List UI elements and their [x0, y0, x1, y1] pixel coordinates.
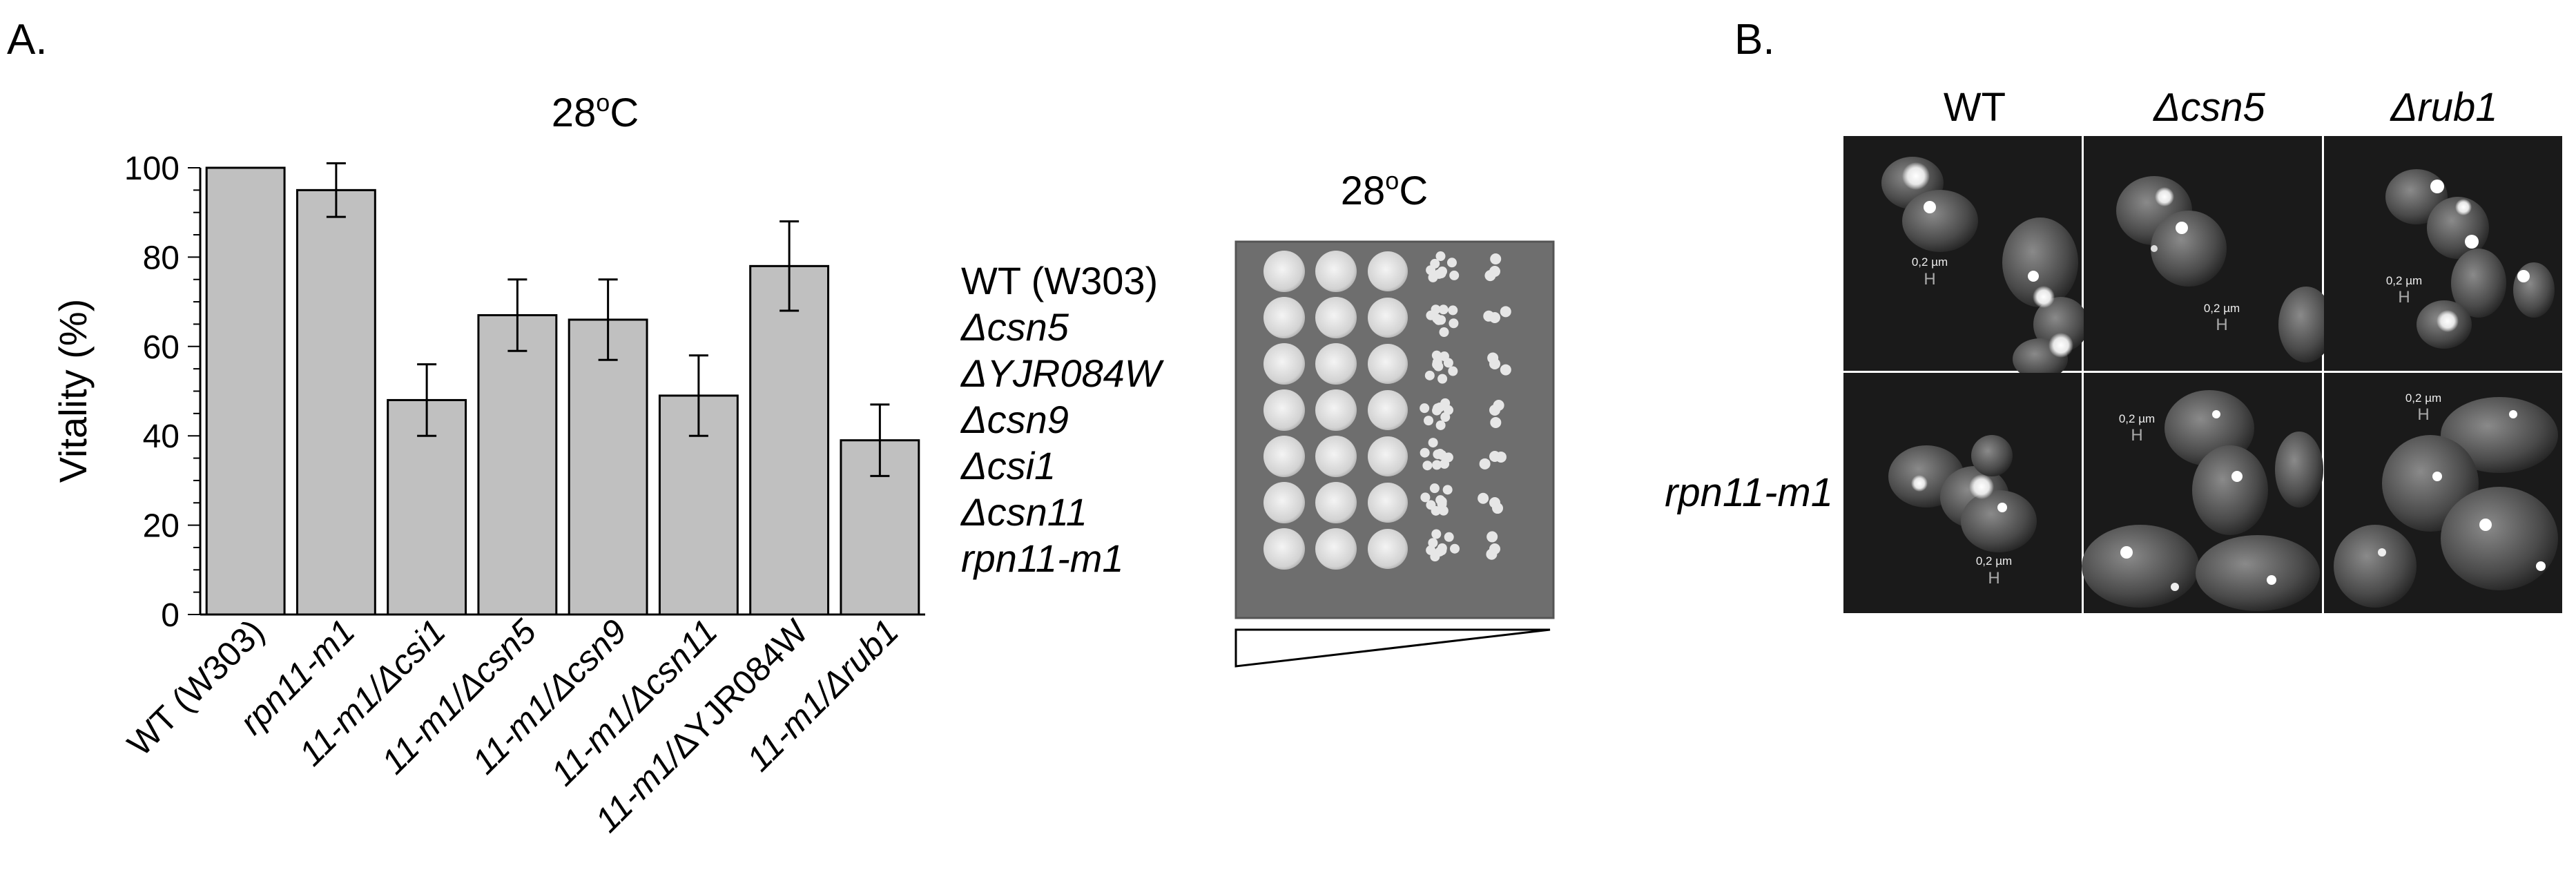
x-tick-label: WT (W303)	[120, 612, 272, 764]
colony-spot	[1315, 251, 1357, 292]
strain-label: ΔYJR084W	[960, 351, 1165, 395]
colony-cluster	[1426, 251, 1460, 282]
scale-label: 0,2 µm	[1976, 554, 2012, 568]
panel-a-label: A.	[7, 16, 48, 64]
svg-text:H: H	[2417, 405, 2429, 424]
y-tick-label: 80	[143, 240, 180, 276]
scale-label: 0,2 µm	[2119, 412, 2155, 425]
bar	[749, 264, 830, 616]
micrograph-csn5-row2: 0,2 µm H	[2082, 373, 2323, 613]
svg-text:H: H	[2216, 316, 2227, 334]
error-bar	[598, 278, 618, 361]
error-bars-layer	[326, 162, 890, 477]
strain-label: Δcsn5	[960, 305, 1069, 349]
error-bar	[507, 278, 527, 352]
bar	[568, 318, 648, 616]
colony-cluster	[1489, 399, 1504, 428]
error-bar	[870, 403, 890, 477]
error-bar	[326, 162, 346, 218]
colony-cluster	[1483, 306, 1511, 323]
y-ticks-layer: 0 20 40 60 80 100	[124, 151, 200, 634]
colony-spot	[1263, 343, 1305, 385]
error-bar	[688, 354, 708, 437]
colony-spot	[1315, 528, 1357, 570]
bar	[205, 166, 286, 616]
colony-spot	[1368, 436, 1408, 476]
colony-cluster	[1478, 492, 1504, 514]
svg-text:H: H	[2131, 426, 2142, 445]
strain-label: Δcsi1	[960, 444, 1056, 487]
strain-label: Δcsn9	[960, 398, 1069, 441]
scale-label: 0,2 µm	[2204, 302, 2240, 315]
x-labels-layer: WT (W303)rpn11-m111-m1/Δcsi111-m1/Δcsn51…	[120, 612, 906, 840]
colony-spot	[1263, 436, 1305, 477]
y-tick-label: 100	[124, 151, 180, 187]
colony-spot	[1368, 483, 1408, 523]
strain-label: WT (W303)	[961, 259, 1158, 302]
microscopy-grid: 0,2 µm H 0,2 µm H 0,	[1843, 136, 2562, 613]
y-tick-label: 40	[143, 418, 180, 455]
colony-spot	[1263, 389, 1305, 431]
colony-spot	[1263, 297, 1305, 338]
colony-cluster	[1426, 529, 1460, 562]
colony-spot	[1263, 251, 1305, 292]
colony-spot	[1315, 482, 1357, 523]
spots-layer	[1263, 251, 1511, 570]
dilution-wedge	[1234, 628, 1551, 668]
colony-cluster	[1426, 304, 1459, 338]
colony-spot	[1315, 436, 1357, 477]
colony-spot	[1263, 528, 1305, 570]
colony-cluster	[1420, 483, 1453, 516]
micrograph-csn5-row1: 0,2 µm H	[2084, 136, 2334, 371]
colony-spot	[1263, 482, 1305, 523]
column-label-csn5: Δcsn5	[2152, 85, 2265, 130]
column-label-rub1: Δrub1	[2390, 85, 2498, 130]
micrograph-rub1-row2: 0,2 µm H	[2324, 373, 2562, 613]
svg-text:H: H	[2398, 288, 2410, 307]
bar-chart: 0 20 40 60 80 100 WT (W303)rpn11-m111-m1/Δcsi…	[51, 151, 925, 840]
colony-cluster	[1484, 253, 1502, 282]
colony-spot	[1315, 343, 1357, 385]
colony-cluster	[1486, 531, 1500, 560]
colony-cluster	[1420, 398, 1453, 430]
micrograph-rub1-row1: 0,2 µm H	[2324, 136, 2562, 371]
panel-b-label: B.	[1734, 16, 1775, 64]
colony-spot	[1368, 529, 1408, 569]
error-bar	[417, 363, 437, 437]
colony-spot	[1368, 251, 1408, 291]
bar	[477, 314, 558, 616]
row-label-rpn11-m1: rpn11-m1	[1665, 470, 1833, 515]
colony-spot	[1368, 298, 1408, 338]
column-label-wt: WT	[1944, 85, 2006, 130]
micrograph-wt-row1: 0,2 µm H	[1843, 136, 2089, 380]
y-tick-label: 20	[143, 508, 180, 545]
colony-cluster	[1487, 352, 1511, 376]
y-tick-label: 0	[161, 597, 180, 634]
svg-text:H: H	[1924, 270, 1935, 289]
svg-text:H: H	[1988, 569, 1999, 588]
colony-cluster	[1420, 438, 1453, 471]
spot-assay-title: 28oC	[1341, 166, 1428, 213]
scale-label: 0,2 µm	[2405, 391, 2441, 405]
colony-spot	[1368, 344, 1408, 384]
colony-spot	[1315, 389, 1357, 431]
strain-label: rpn11-m1	[961, 536, 1124, 580]
micrograph-wt-row2: 0,2 µm H	[1843, 373, 2082, 613]
colony-spot	[1315, 297, 1357, 338]
y-tick-label: 60	[143, 329, 180, 366]
chart-title: 28oC	[552, 88, 639, 135]
strain-label: Δcsn11	[960, 490, 1087, 534]
scale-label: 0,2 µm	[2386, 274, 2422, 287]
strain-labels: WT (W303)Δcsn5ΔYJR084WΔcsn9Δcsi1Δcsn11rp…	[960, 259, 1165, 580]
y-axis-label: Vitality (%)	[51, 299, 95, 483]
colony-cluster	[1424, 350, 1458, 384]
bar	[296, 188, 376, 616]
error-bar	[779, 220, 800, 312]
scale-label: 0,2 µm	[1912, 255, 1948, 269]
bars-layer	[205, 166, 920, 616]
colony-spot	[1368, 390, 1408, 430]
colony-cluster	[1479, 451, 1507, 470]
